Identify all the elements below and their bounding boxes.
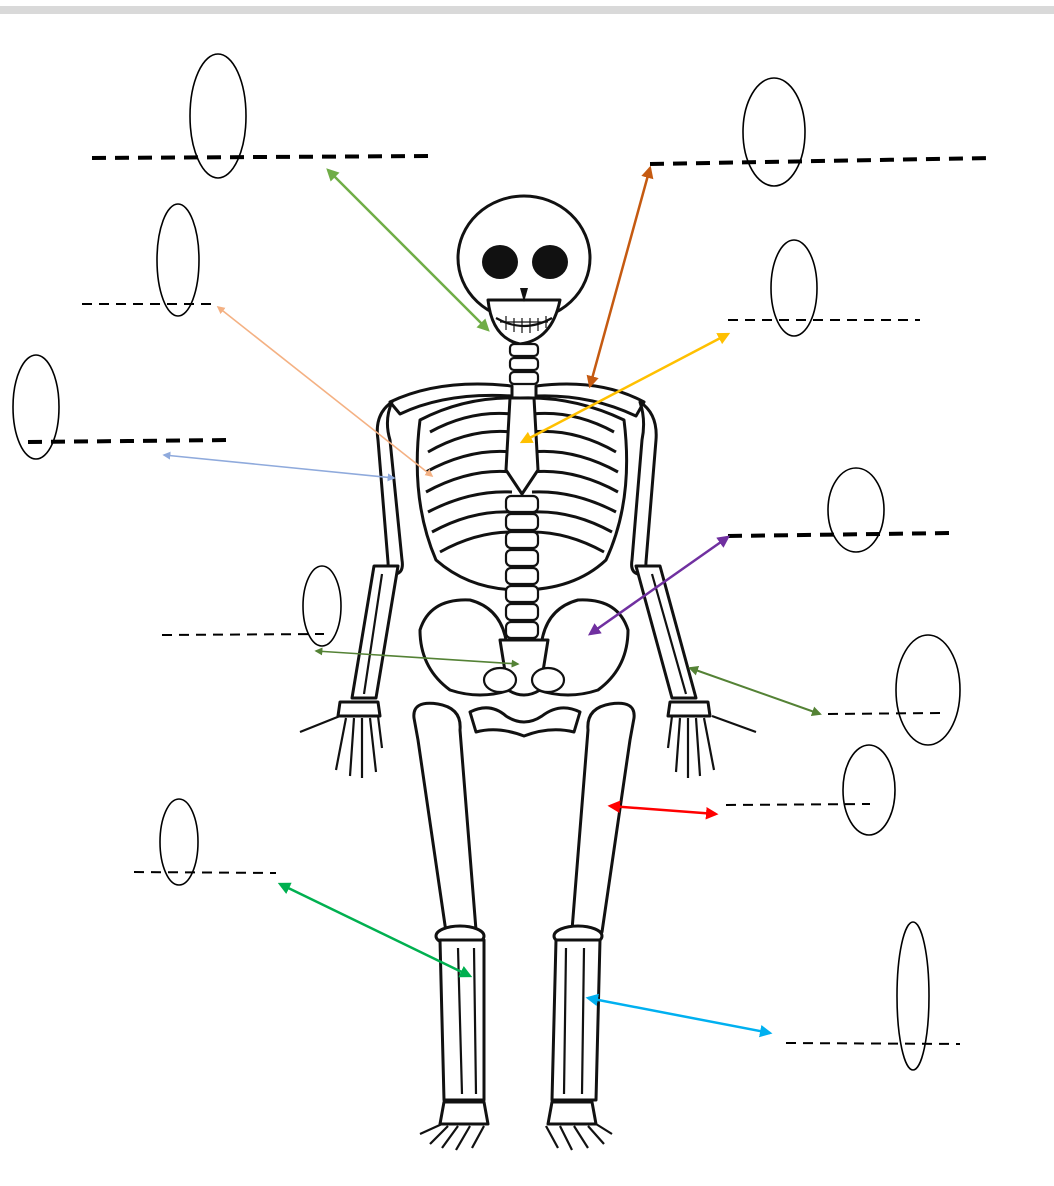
humerus-arrow [164,455,394,478]
humerus-label-line[interactable] [28,440,232,442]
femur-label-line[interactable] [726,804,870,805]
pelvis-label-line[interactable] [728,533,950,536]
skull [458,196,590,344]
left-leg [414,703,488,1150]
clavicle-label-oval[interactable] [743,78,805,186]
left-arm [300,402,402,778]
skeleton-figure [300,196,756,1150]
tibia-right-label-oval[interactable] [897,922,929,1070]
pelvis-label-oval[interactable] [828,468,884,552]
radius-ulna-label-oval[interactable] [896,635,960,745]
skull-label-line[interactable] [92,156,434,158]
radius-ulna-label-line[interactable] [828,713,940,714]
sternum [506,398,538,494]
tibia-left-label-oval[interactable] [160,799,198,885]
clavicle-arrow [590,168,650,386]
tibia-left-label-line[interactable] [134,872,276,873]
skull-label-oval[interactable] [190,54,246,178]
right-arm [632,402,756,778]
femur-label-oval[interactable] [843,745,895,835]
lumbar-spine [506,496,538,638]
cervical-spine [510,344,538,384]
tibia-right-label-line[interactable] [786,1043,960,1044]
ribs-label-oval[interactable] [157,204,199,316]
ribs-arrow [218,307,432,476]
femur-arrow [610,806,716,814]
tibia-right-arrow [588,998,770,1033]
clavicle-label-line[interactable] [650,158,990,164]
spine-label-line[interactable] [162,634,324,635]
right-leg [546,703,634,1150]
sternum-label-oval[interactable] [771,240,817,336]
